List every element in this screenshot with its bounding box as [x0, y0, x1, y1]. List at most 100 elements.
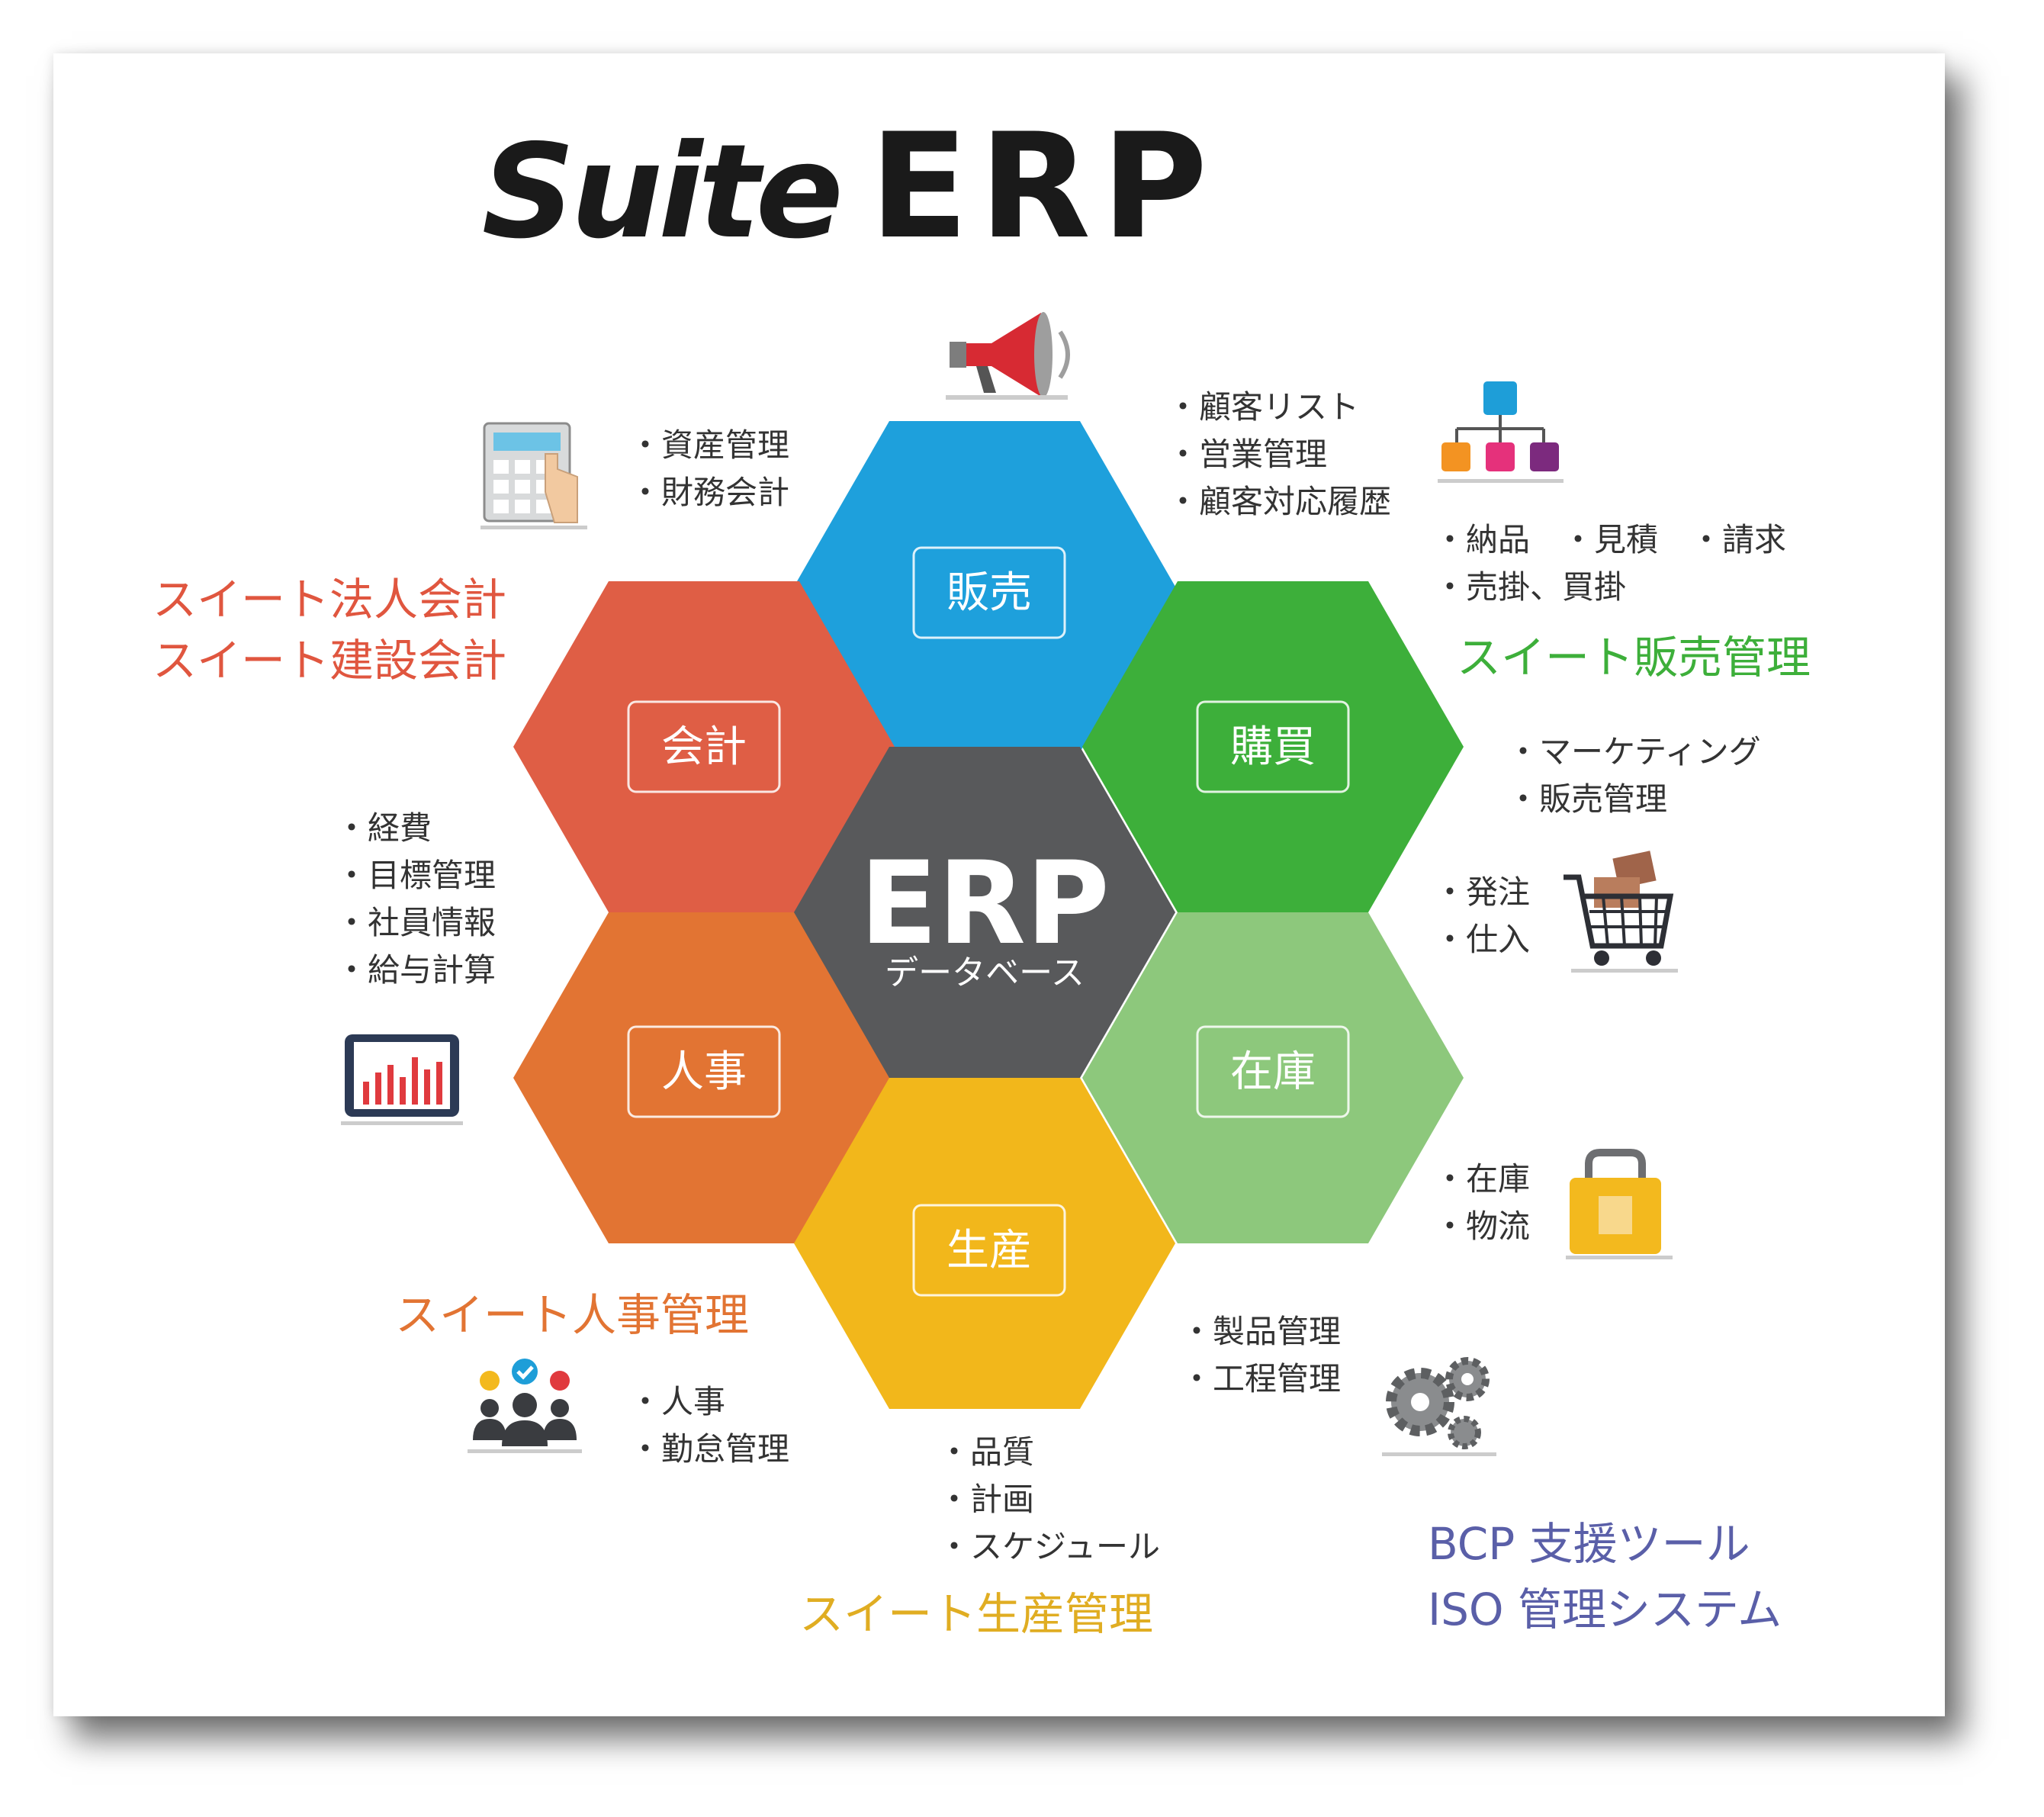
megaphone-handle — [976, 366, 996, 393]
feature-item: ・スケジュール — [938, 1528, 1160, 1565]
feature-item: ・納品 ・見積 ・請求 — [1434, 521, 1786, 558]
team-badge-x-left — [480, 1371, 500, 1391]
cart-wheel-left — [1594, 950, 1609, 966]
product-line: BCP 支援ツール — [1428, 1518, 1750, 1570]
label-box-accounting: 会計 — [627, 700, 781, 793]
gears-base — [1382, 1452, 1496, 1456]
gears-icon — [1382, 1357, 1496, 1456]
features-stock: ・在庫 ・物流 — [1434, 1160, 1530, 1245]
tablet-chart-icon — [341, 1034, 463, 1125]
team-badge-check — [512, 1359, 538, 1384]
gear-large-hub — [1411, 1393, 1429, 1411]
cart-base — [1571, 969, 1678, 973]
hex-sales-shape — [794, 421, 1175, 752]
feature-item: ・営業管理 — [1167, 436, 1327, 473]
feature-item: ・仕入 — [1434, 921, 1530, 958]
feature-item: ・品質 — [938, 1433, 1034, 1471]
feature-item: ・給与計算 — [336, 951, 496, 989]
team-badge-x-right — [550, 1371, 570, 1391]
label-box-purchasing-frame — [1196, 700, 1350, 793]
title-suite: Suite — [482, 117, 839, 268]
label-accounting: 会計 — [661, 722, 747, 772]
org-lines — [1455, 415, 1545, 442]
package-box-icon — [1566, 1149, 1673, 1259]
feature-item: ・経費 — [336, 809, 432, 847]
gear-small — [1448, 1416, 1481, 1449]
product-line: ISO 管理システム — [1428, 1584, 1782, 1635]
product-line: スイート人事管理 — [395, 1289, 749, 1341]
calculator-icon — [480, 422, 587, 529]
hex-purchasing-shape — [1082, 581, 1464, 912]
cart-box-2 — [1594, 877, 1640, 908]
feature-item: ・物流 — [1434, 1208, 1530, 1245]
label-box-hr-frame — [627, 1025, 781, 1118]
product-sales: スイート販売管理 — [1457, 632, 1811, 683]
shopping-cart-icon — [1564, 851, 1678, 973]
features-process: ・製品管理 ・工程管理 — [1181, 1313, 1341, 1397]
hex-center-shape — [794, 747, 1175, 1078]
feature-item: ・マーケティング — [1507, 733, 1761, 770]
features-attendance: ・人事 ・勤怠管理 — [629, 1383, 789, 1468]
product-production: スイート生産管理 — [799, 1588, 1153, 1640]
feature-item: ・発注 — [1434, 873, 1530, 911]
hex-sales — [794, 421, 1175, 752]
megaphone-base — [946, 395, 1068, 400]
hex-inventory-shape — [1082, 912, 1464, 1243]
label-production: 生産 — [946, 1226, 1032, 1275]
team-people — [473, 1393, 577, 1446]
team-base — [468, 1449, 582, 1453]
calculator-hand — [545, 453, 578, 523]
calculator-screen — [493, 433, 561, 451]
label-box-inventory-frame — [1196, 1025, 1350, 1118]
org-box-orange — [1441, 442, 1470, 471]
team-icon — [468, 1359, 582, 1453]
hex-production — [794, 1078, 1175, 1409]
hex-accounting-shape — [513, 581, 895, 912]
label-box-purchasing: 購買 — [1196, 700, 1350, 793]
cart-wheel-right — [1646, 950, 1661, 966]
features-sales-docs: ・納品 ・見積 ・請求 ・売掛、買掛 — [1434, 521, 1786, 606]
feature-item: ・目標管理 — [336, 857, 496, 894]
center-title: ERP — [860, 838, 1110, 970]
label-purchasing: 購買 — [1230, 722, 1316, 772]
megaphone-body — [961, 313, 1041, 397]
megaphone-bell — [1034, 312, 1053, 397]
label-sales: 販売 — [946, 568, 1032, 618]
box-handle — [1585, 1149, 1646, 1179]
product-accounting: スイート法人会計 スイート建設会計 — [153, 574, 506, 687]
features-sales: ・顧客リスト ・営業管理 ・顧客対応履歴 — [1167, 388, 1391, 520]
team-check-mark — [516, 1365, 534, 1380]
hex-purchasing — [1082, 581, 1464, 912]
label-box-sales: 販売 — [912, 546, 1066, 639]
product-line: スイート法人会計 — [153, 574, 506, 625]
hex-inventory — [1082, 912, 1464, 1243]
features-employee: ・経費 ・目標管理 ・社員情報 ・給与計算 — [336, 809, 496, 989]
product-hr: スイート人事管理 — [395, 1289, 749, 1341]
box-base — [1566, 1256, 1673, 1259]
label-inventory: 在庫 — [1230, 1047, 1316, 1097]
org-box-pink — [1486, 442, 1515, 471]
cart-grid — [1589, 896, 1667, 947]
feature-item: ・工程管理 — [1181, 1360, 1341, 1397]
label-box-hr: 人事 — [627, 1025, 781, 1118]
hex-production-shape — [794, 1078, 1175, 1409]
hex-accounting — [513, 581, 895, 912]
feature-item: ・社員情報 — [336, 904, 496, 941]
megaphone-wave — [1058, 330, 1070, 379]
feature-item: ・顧客対応履歴 — [1167, 483, 1391, 520]
feature-item: ・売掛、買掛 — [1434, 568, 1626, 606]
label-hr: 人事 — [661, 1047, 747, 1097]
product-line: スイート販売管理 — [1457, 632, 1811, 683]
megaphone-icon — [946, 312, 1070, 400]
center-subtitle: データベース — [885, 954, 1085, 992]
product-line: スイート生産管理 — [799, 1588, 1153, 1640]
hex-center — [794, 747, 1175, 1078]
calculator-keys — [493, 460, 551, 513]
feature-item: ・計画 — [938, 1481, 1034, 1518]
org-box-purple — [1530, 442, 1559, 471]
label-box-sales-frame — [912, 546, 1066, 639]
tablet-base — [341, 1121, 463, 1125]
label-box-accounting-frame — [627, 700, 781, 793]
tablet-bars — [363, 1057, 442, 1105]
